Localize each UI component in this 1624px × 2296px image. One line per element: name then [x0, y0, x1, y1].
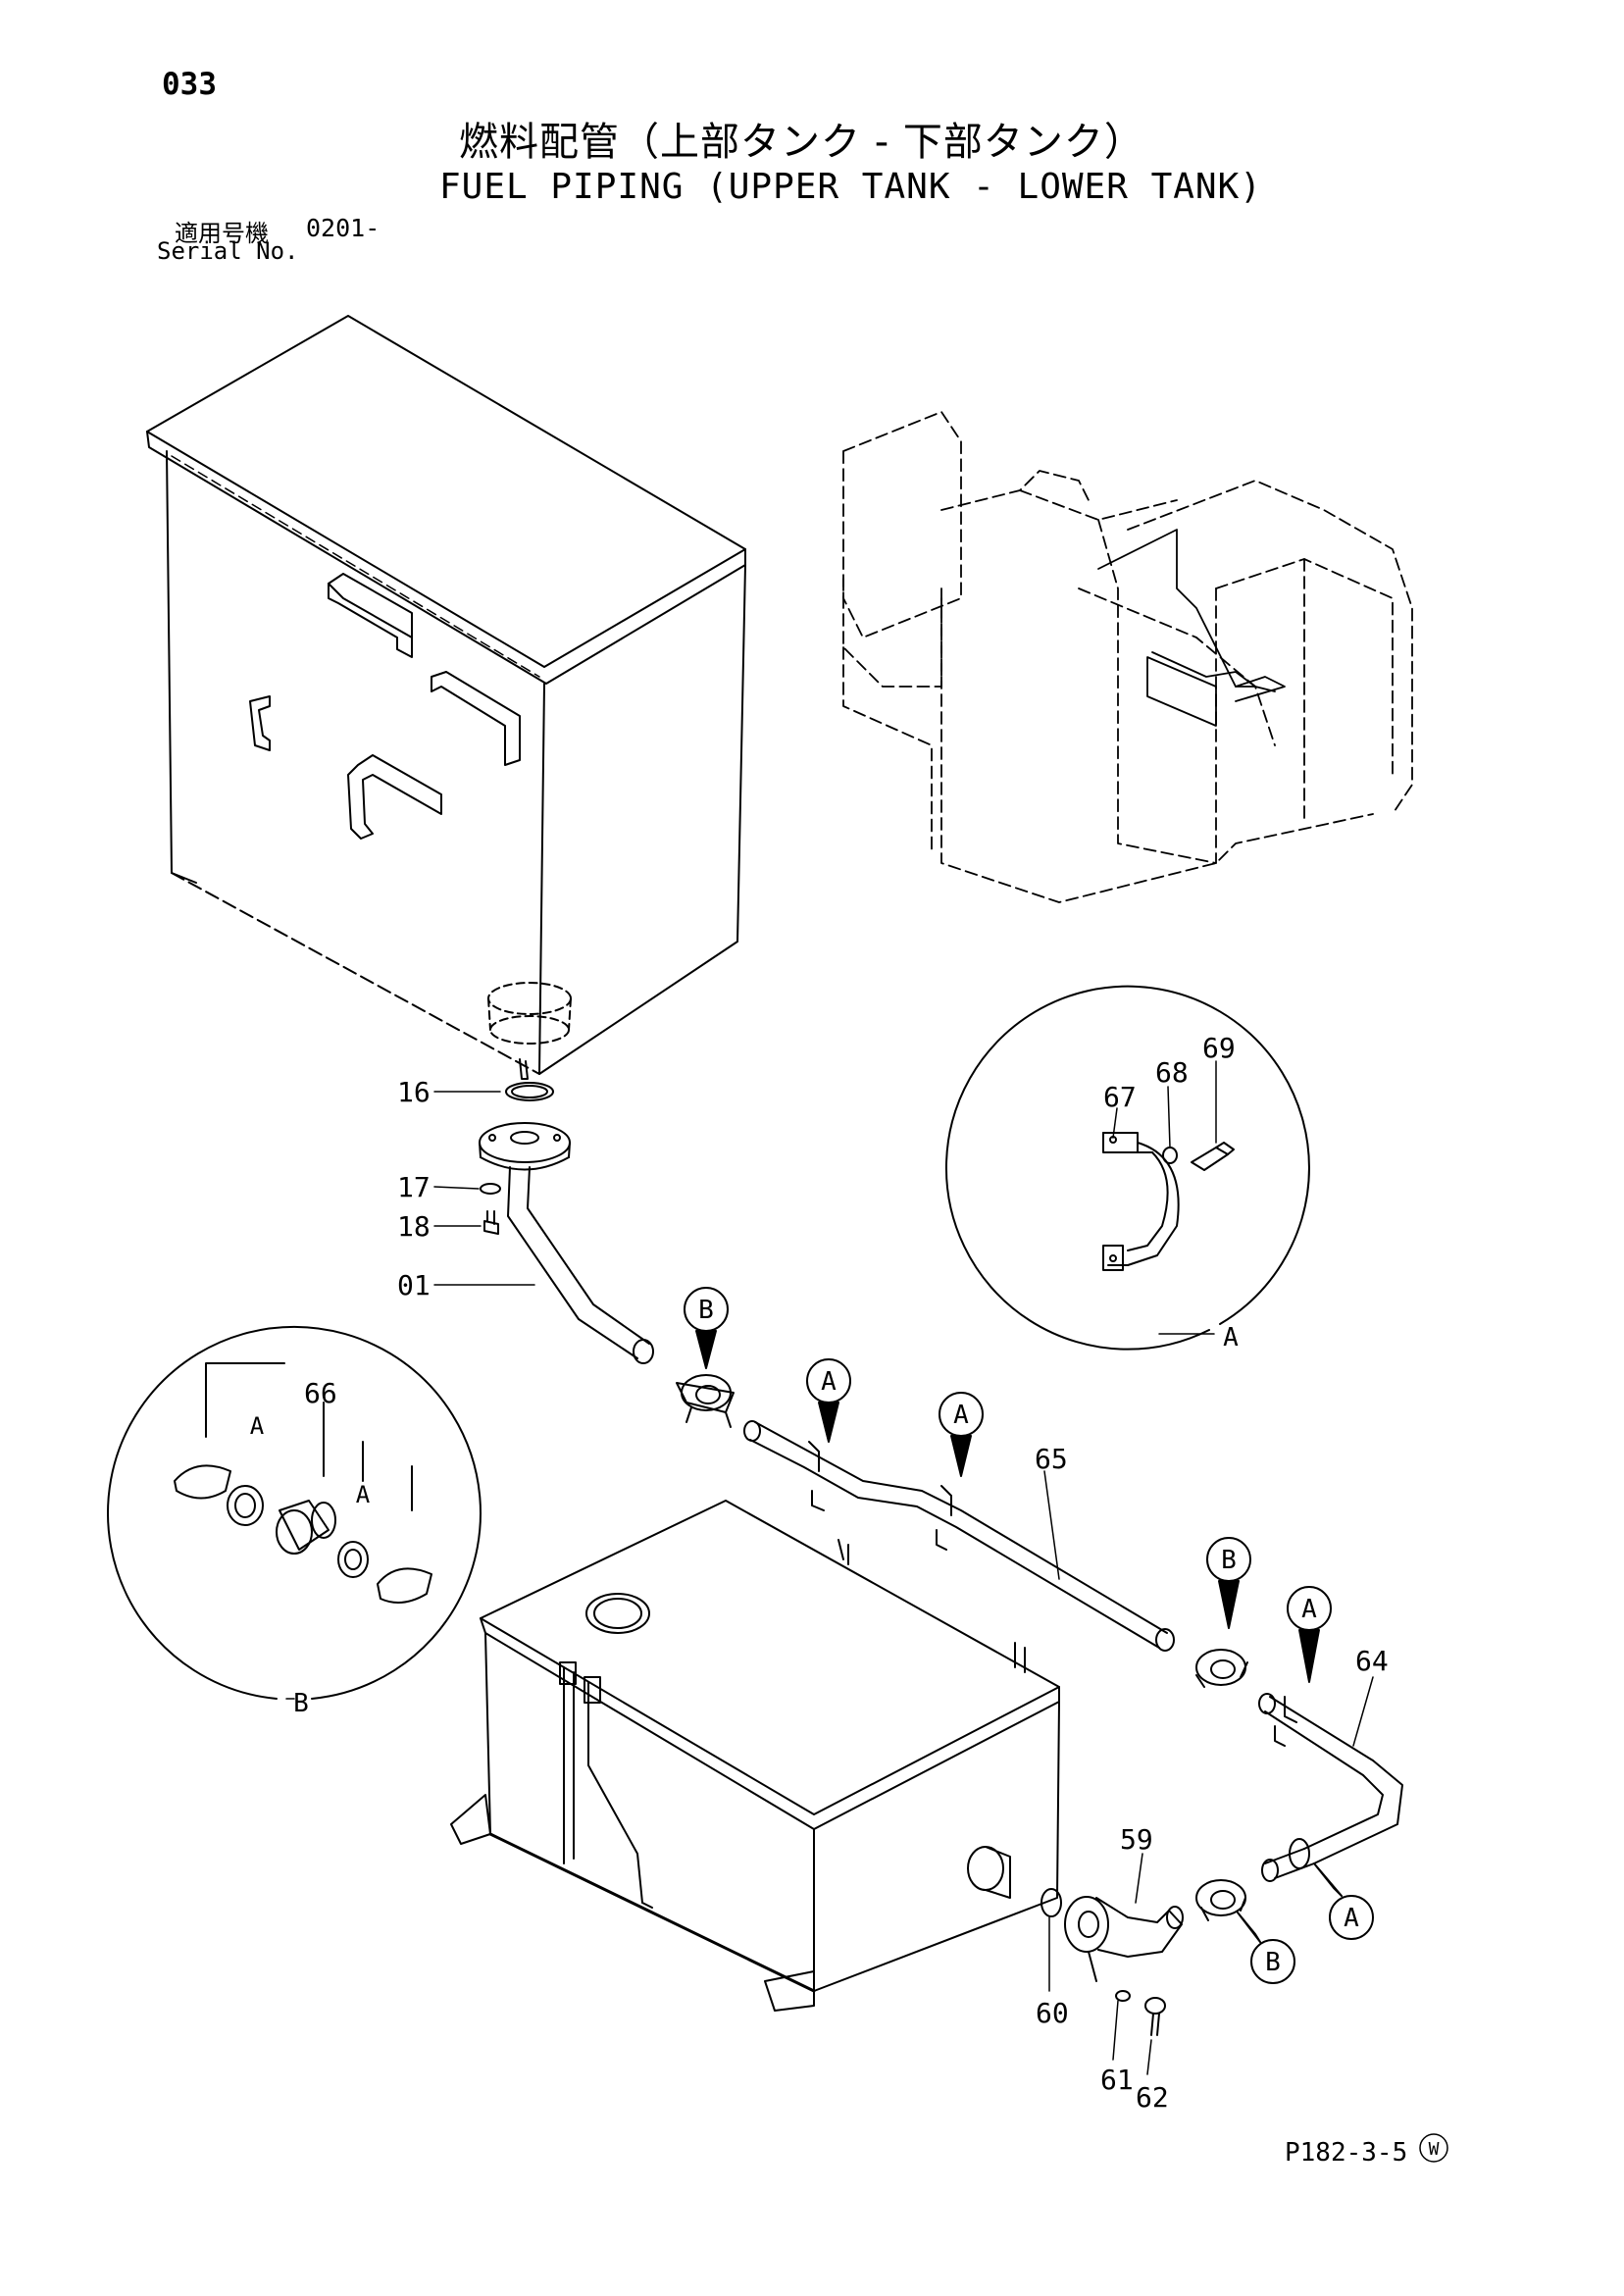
- callout-18: 18: [397, 1210, 431, 1243]
- tag-a-label: A: [953, 1401, 969, 1430]
- lower-tank: [450, 1500, 1060, 2012]
- page-number: 033: [162, 67, 217, 102]
- tag-a-label: A: [1344, 1904, 1359, 1933]
- upper-tank: [146, 315, 746, 1080]
- leader-lines-lower: [1043, 1470, 1374, 2075]
- callout-62: 62: [1136, 2081, 1169, 2114]
- tag-b-label: B: [698, 1296, 714, 1325]
- tag-a-label: A: [821, 1367, 837, 1397]
- title-english: FUEL PIPING (UPPER TANK - LOWER TANK): [439, 167, 1262, 207]
- callout-61: 61: [1100, 2064, 1134, 2096]
- callout-64: 64: [1355, 1645, 1389, 1677]
- callout-66: 66: [304, 1377, 337, 1409]
- callout-65: 65: [1035, 1443, 1068, 1475]
- detail-tag-markers: [684, 1287, 1448, 2163]
- detail-b-ref-a2: A: [356, 1481, 371, 1508]
- detail-b-caption: B: [293, 1689, 309, 1718]
- detail-tag-letters: B A A B A A B W A B A A: [250, 1296, 1440, 2160]
- upper-pipe-01: [479, 1082, 654, 1364]
- callout-60: 60: [1036, 1997, 1069, 2029]
- machine-fuel-tank: [1097, 529, 1286, 727]
- title-japanese: 燃料配管（上部タンク - 下部タンク）: [459, 120, 1144, 165]
- pipe-65: [743, 1420, 1175, 1652]
- callout-17: 17: [397, 1171, 431, 1203]
- detail-circle-a: [945, 985, 1310, 1351]
- detail-a-caption: A: [1223, 1323, 1239, 1352]
- callout-16: 16: [397, 1076, 431, 1108]
- w-mark: W: [1429, 2139, 1440, 2160]
- tag-b-label: B: [1265, 1948, 1281, 1977]
- figure-code: P182-3-5: [1285, 2138, 1408, 2168]
- detail-circle-b: [107, 1325, 482, 1700]
- callout-01: 01: [397, 1269, 431, 1301]
- leader-lines-upper: [433, 1091, 535, 1286]
- detail-b-ref-a1: A: [250, 1412, 265, 1440]
- clamp-b-3: [1195, 1879, 1246, 1921]
- pipe-64: [1258, 1693, 1403, 1882]
- callout-68: 68: [1155, 1056, 1189, 1089]
- serial-value: 0201-: [306, 214, 381, 242]
- part-callouts: 16 17 18 01 66 65 64 59 60 61 62 67 68 6…: [304, 1032, 1389, 2114]
- serial-label-japanese: 適用号機: [175, 220, 269, 247]
- callout-59: 59: [1120, 1823, 1153, 1856]
- callout-67: 67: [1103, 1081, 1137, 1113]
- clamp-b-1: [676, 1374, 735, 1428]
- tag-b-label: B: [1221, 1546, 1237, 1575]
- tag-a-label: A: [1301, 1595, 1317, 1624]
- pipe-59: [1040, 1888, 1184, 2036]
- machine-outline: [842, 411, 1413, 903]
- serial-label-english: Serial No.: [157, 237, 299, 265]
- callout-69: 69: [1202, 1032, 1236, 1064]
- clamp-b-2: [1195, 1649, 1248, 1688]
